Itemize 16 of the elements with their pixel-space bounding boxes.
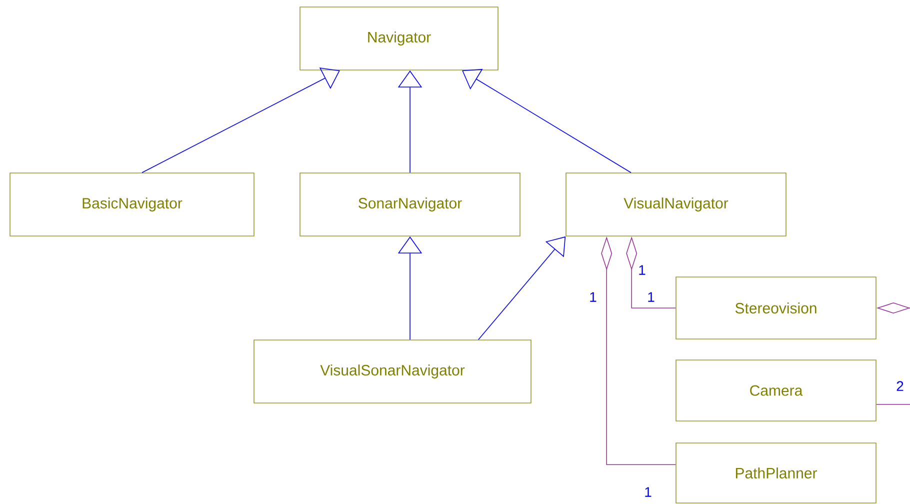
multiplicity-label: 1 [645,487,652,497]
connector [142,67,340,173]
multiplicity-label: 1 [639,265,646,275]
class-box: Stereovision [676,276,876,340]
multiplicity-label: 1 [590,292,596,302]
multiplicity-label: 1 [648,292,654,302]
class-box: Camera [676,360,876,422]
class-box: VisualNavigator [566,172,786,236]
connector [876,404,910,405]
class-box: PathPlanner [676,442,876,504]
multiplicity-label: 2 [896,381,904,391]
class-box: Navigator [300,6,498,70]
class-box: BasicNavigator [10,172,254,236]
class-box: SonarNavigator [300,172,520,236]
class-box: VisualSonarNavigator [254,340,532,404]
connector [462,68,632,173]
